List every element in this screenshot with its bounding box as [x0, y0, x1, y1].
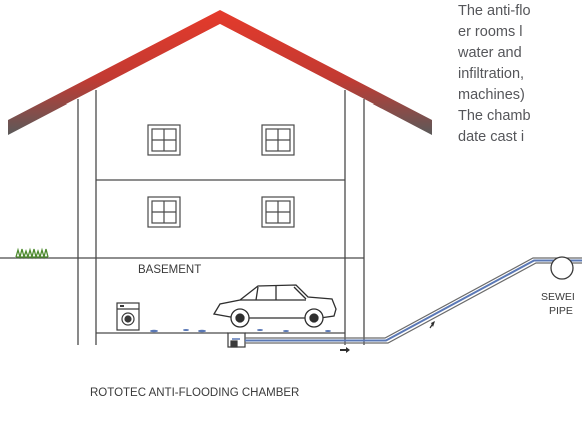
description-line-2: er rooms l	[458, 24, 523, 40]
sewer-label-line-2: PIPE	[549, 305, 573, 317]
car-icon	[212, 284, 337, 328]
description-line-5: machines)	[458, 87, 525, 103]
lower-left-window	[147, 196, 181, 228]
roof	[8, 10, 432, 135]
basement-label: BASEMENT	[138, 264, 202, 276]
description-line-4: infiltration,	[458, 66, 525, 82]
description-line-6: The chamb	[458, 108, 531, 124]
flow-arrow-icon	[340, 321, 435, 353]
sewer-pipe-icon	[550, 256, 574, 280]
washing-machine-icon	[116, 302, 140, 331]
upper-right-window	[261, 124, 295, 156]
description-line-1: The anti-flo	[458, 3, 531, 19]
house-walls	[77, 90, 365, 345]
lower-right-window	[261, 196, 295, 228]
floor-water	[150, 329, 331, 333]
description-text: The anti-flo er rooms l water and infilt…	[458, 1, 582, 148]
description-line-7: date cast i	[458, 129, 525, 145]
upper-left-window	[147, 124, 181, 156]
grass-icon	[15, 247, 49, 260]
anti-flooding-chamber-icon	[227, 332, 246, 348]
sewer-label-line-1: SEWEI	[541, 291, 575, 303]
chamber-label: ROTOTEC ANTI-FLOODING CHAMBER	[90, 387, 300, 399]
description-line-3: water and	[458, 45, 522, 61]
